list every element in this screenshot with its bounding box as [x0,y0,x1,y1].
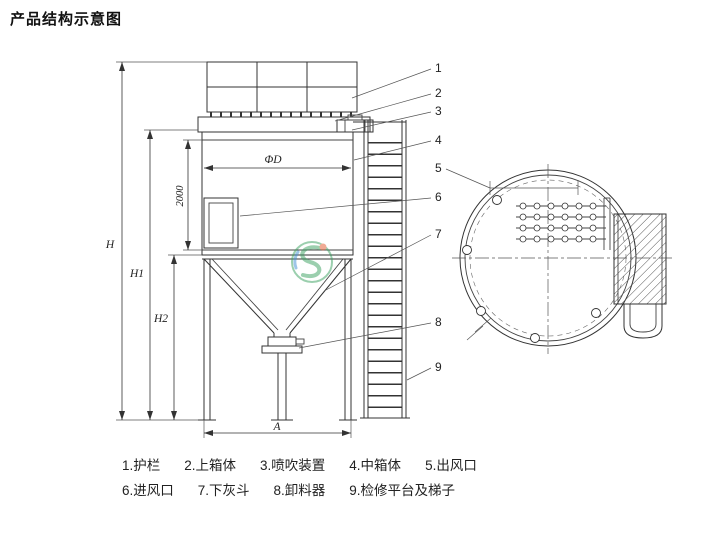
platform-ladder [353,120,410,419]
legend-item-2: 2.上箱体 [184,458,237,473]
legend-item-5: 5.出风口 [425,458,477,473]
callout-2: 2 [435,86,442,100]
dimension-h1: H1 [129,130,153,420]
front-view [197,61,410,421]
dim-label-a: A [272,421,281,433]
dim-label-h: H [105,239,115,251]
callout-3: 3 [435,104,442,118]
wall-tick-1 [474,317,492,333]
callouts: 1 2 3 4 5 6 7 8 9 [239,61,491,381]
legend: 1.护栏 2.上箱体 3.喷吹装置 4.中箱体 5.出风口 6.进风口 7.下灰… [122,458,477,508]
dim-label-h1: H1 [129,268,144,280]
top-view [452,164,672,354]
dimension-a: A [204,421,351,436]
watermark-logo [291,241,333,283]
hopper [202,258,353,337]
legend-item-6: 6.进风口 [122,483,174,499]
bolts [462,195,601,343]
legend-item-3: 3.喷吹装置 [260,458,326,473]
blow-pipes [516,197,611,250]
dimensions: H H1 H2 2000 ΦD [105,61,352,438]
dim-label-2000: 2000 [175,185,186,207]
callout-7: 7 [435,227,442,241]
callout-9: 9 [435,360,442,374]
top-view-dimension [489,181,579,195]
support-legs [198,259,357,421]
callout-8: 8 [435,315,442,329]
callout-6: 6 [435,190,442,204]
wall-tick-2 [466,325,484,341]
discharger [261,336,305,421]
legend-item-4: 4.中箱体 [349,458,402,473]
legend-item-1: 1.护栏 [122,458,161,473]
dimension-h2: H2 [153,255,177,420]
callout-1: 1 [435,61,442,75]
page-title: 产品结构示意图 [10,11,123,28]
callout-4: 4 [435,133,442,147]
legend-row-1: 1.护栏 2.上箱体 3.喷吹装置 4.中箱体 5.出风口 [122,458,477,474]
dim-label-h2: H2 [153,313,168,325]
dim-label-phi-d: ΦD [264,154,282,166]
callout-5: 5 [435,161,442,175]
legend-item-8: 8.卸料器 [273,483,326,499]
legend-row-2: 6.进风口 7.下灰斗 8.卸料器 9.检修平台及梯子 [122,483,477,499]
middle-box [201,131,354,256]
outlet-duct [613,213,667,339]
dimension-phi-d: ΦD [204,154,351,171]
legend-item-7: 7.下灰斗 [197,483,250,499]
guardrail [206,61,358,113]
air-inlet [203,197,239,249]
dimension-h: H [105,62,125,420]
legend-item-9: 9.检修平台及梯子 [349,483,456,499]
dimension-2000: 2000 [175,140,191,250]
